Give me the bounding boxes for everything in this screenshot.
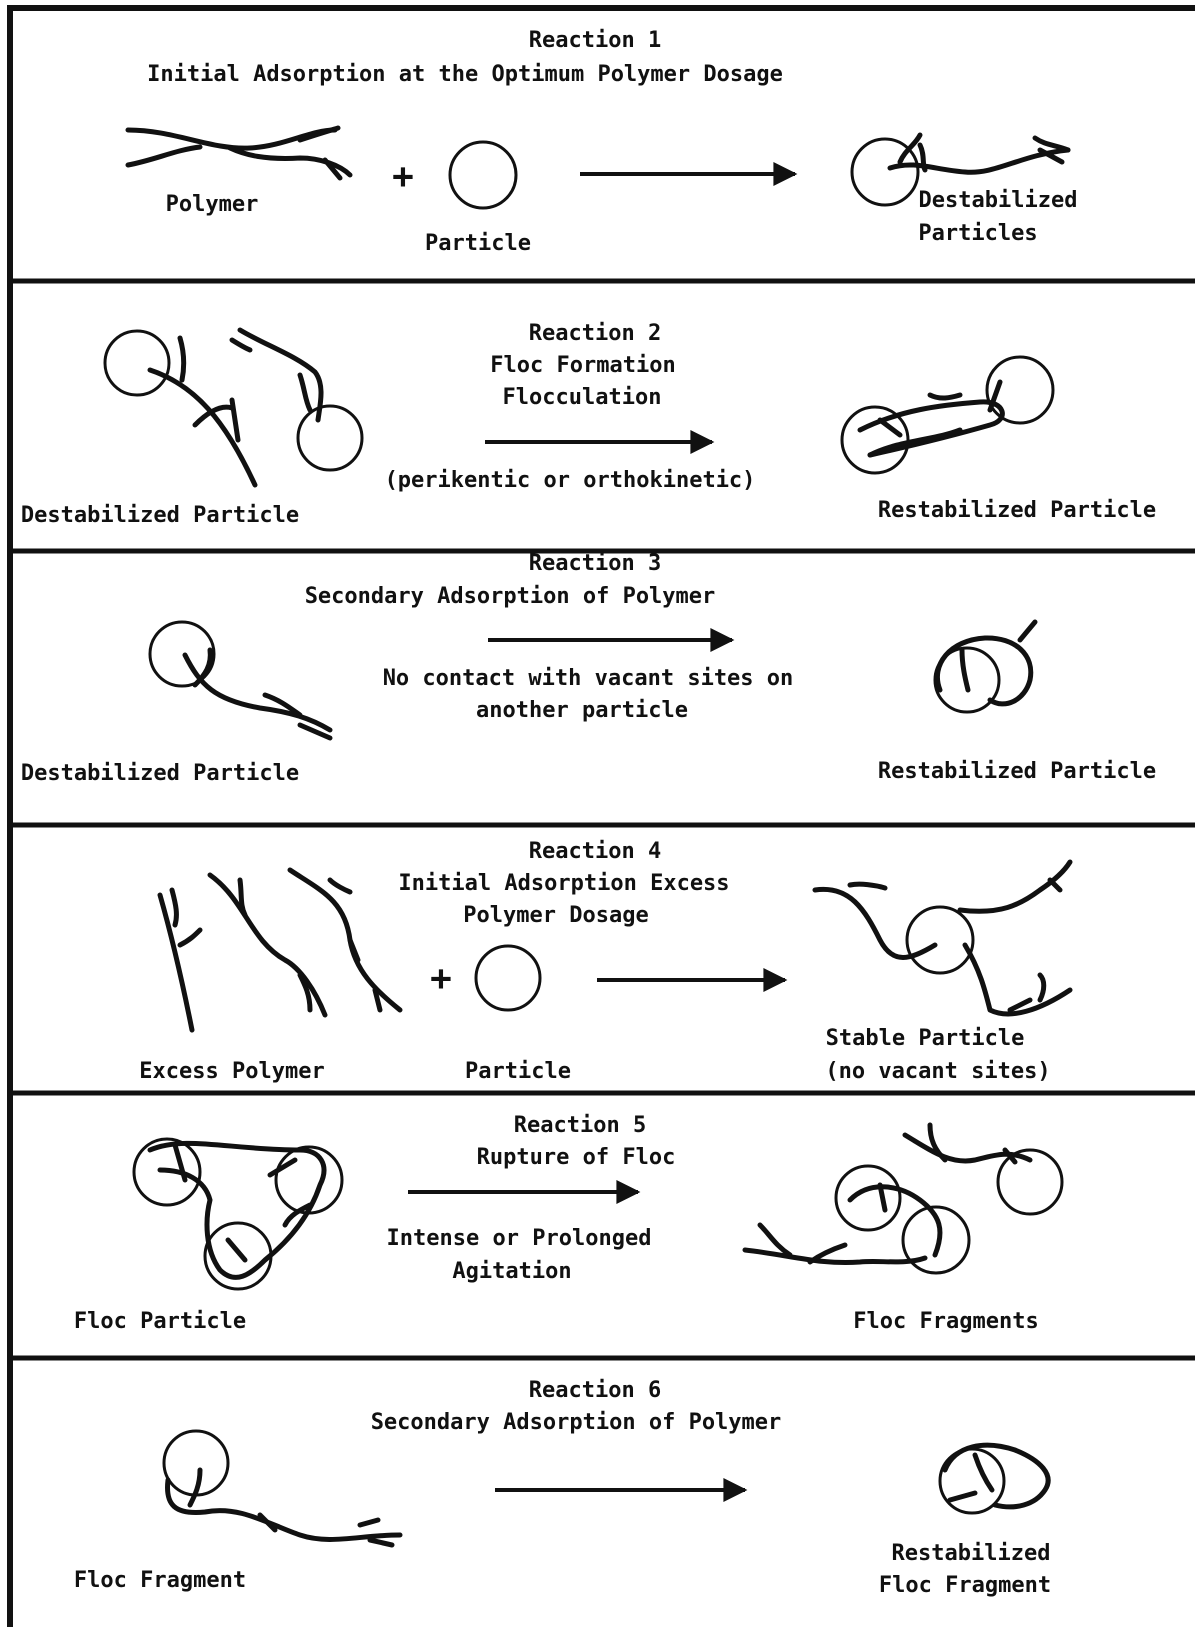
- restabilized-particle-product: [842, 357, 1053, 473]
- polymer-label: Polymer: [166, 192, 259, 217]
- floc-fragments-product: [745, 1125, 1062, 1273]
- product-label: Destabilized: [919, 188, 1078, 213]
- reaction-subtitle: Secondary Adsorption of Polymer: [371, 1410, 782, 1435]
- plus-sign: +: [430, 958, 452, 999]
- reaction-title: Reaction 6: [529, 1378, 661, 1403]
- floc-particle-reactant: [134, 1139, 342, 1289]
- reaction-title: Reaction 5: [514, 1113, 646, 1138]
- reaction-2: Reaction 2 Floc Formation Flocculation D…: [21, 321, 1156, 528]
- particle: [450, 142, 516, 208]
- arrow-note: No contact with vacant sites on: [383, 666, 794, 691]
- reactant-label: Destabilized Particle: [21, 761, 299, 786]
- product-label: Restabilized Particle: [878, 759, 1156, 784]
- reactant-label: Excess Polymer: [139, 1059, 324, 1084]
- particle-label: Particle: [465, 1059, 571, 1084]
- reactant-label: Destabilized Particle: [21, 503, 299, 528]
- product-label: Restabilized Particle: [878, 498, 1156, 523]
- floc-fragment-reactant: [164, 1431, 400, 1545]
- reaction-1: Reaction 1 Initial Adsorption at the Opt…: [128, 28, 1077, 256]
- reaction-subtitle: Initial Adsorption Excess: [398, 871, 729, 896]
- product-label: Floc Fragment: [879, 1573, 1051, 1598]
- arrow-note: (perikentic or orthokinetic): [385, 468, 756, 493]
- arrow-note: Intense or Prolonged: [387, 1226, 652, 1251]
- product-label: Floc Fragments: [853, 1309, 1038, 1334]
- reaction-title: Reaction 1: [529, 28, 661, 53]
- restabilized-floc-fragment-product: [940, 1445, 1048, 1513]
- reaction-subtitle: Initial Adsorption at the Optimum Polyme…: [147, 62, 783, 87]
- reaction-subtitle: Secondary Adsorption of Polymer: [305, 584, 716, 609]
- product-label: Particles: [918, 221, 1037, 246]
- reaction-subtitle: Flocculation: [503, 385, 662, 410]
- reaction-subtitle: Polymer Dosage: [463, 903, 648, 928]
- reaction-6: Reaction 6 Secondary Adsorption of Polym…: [74, 1378, 1051, 1598]
- arrow-note: another particle: [476, 698, 688, 723]
- reaction-4: Reaction 4 Initial Adsorption Excess Pol…: [139, 839, 1070, 1084]
- reaction-3: Reaction 3 Secondary Adsorption of Polym…: [21, 551, 1156, 786]
- reaction-subtitle: Floc Formation: [490, 353, 675, 378]
- reaction-subtitle: Rupture of Floc: [477, 1145, 676, 1170]
- product-label: Restabilized: [892, 1541, 1051, 1566]
- reaction-5: Reaction 5 Rupture of Floc Floc Particle…: [74, 1113, 1062, 1334]
- stable-particle-product: [815, 862, 1070, 1014]
- particle: [476, 946, 540, 1010]
- reaction-title: Reaction 4: [529, 839, 661, 864]
- product-label: Stable Particle: [826, 1026, 1025, 1051]
- restabilized-particle-product: [935, 622, 1035, 712]
- plus-sign: +: [392, 156, 414, 197]
- particle-label: Particle: [425, 231, 531, 256]
- product-label: (no vacant sites): [825, 1059, 1050, 1084]
- destabilized-particle-reactant: [150, 622, 330, 738]
- reactant-label: Floc Particle: [74, 1309, 246, 1334]
- arrow-note: Agitation: [452, 1259, 571, 1284]
- reaction-title: Reaction 3: [529, 551, 661, 576]
- destabilized-particles-reactant: [105, 330, 362, 485]
- polymer-chain: [128, 128, 350, 178]
- reactant-label: Floc Fragment: [74, 1568, 246, 1593]
- reaction-title: Reaction 2: [529, 321, 661, 346]
- excess-polymer-chains: [160, 870, 400, 1030]
